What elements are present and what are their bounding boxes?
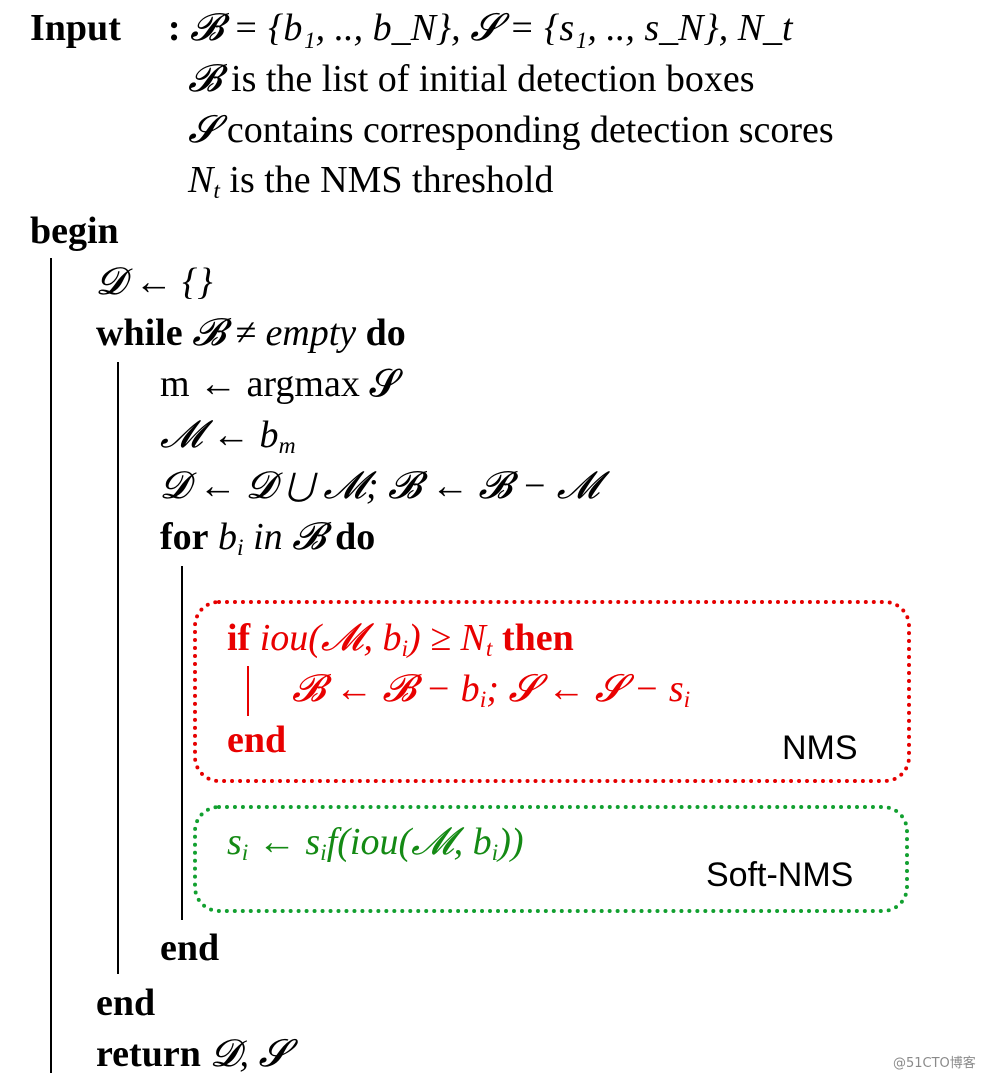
input-line: Input : 𝓑 = {b₁, .., b_N}, 𝓢 = {s₁, .., … <box>30 6 793 50</box>
if-end-keyword: end <box>227 719 287 761</box>
M-assign-text: 𝓜 ← b <box>160 414 279 456</box>
m-assign-line: m ← argmax 𝓢 <box>160 363 399 405</box>
input-desc-S: 𝓢 contains corresponding detection score… <box>188 107 834 151</box>
for-line: for bi in 𝓑 do <box>160 515 376 561</box>
return-keyword: return <box>96 1033 201 1075</box>
desc-S-text: contains corresponding detection scores <box>226 109 834 151</box>
for-do-keyword: do <box>335 516 376 558</box>
while-scope-bar <box>117 362 119 974</box>
for-set: 𝓑 <box>292 516 326 558</box>
if-scope-bar <box>247 666 249 716</box>
desc-B-text: is the list of initial detection boxes <box>231 58 755 100</box>
for-var: bi <box>218 516 244 561</box>
if-condition: iou(𝓜, bi) ≥ Nt <box>259 617 493 662</box>
while-line: while 𝓑 ≠ empty do <box>96 311 406 355</box>
while-condition: 𝓑 ≠ <box>192 312 256 354</box>
soft-nms-update-line: si ← sif(iou(𝓜, bi)) <box>227 821 524 866</box>
watermark-text: @51CTO博客 <box>893 1056 976 1071</box>
for-scope-bar <box>181 566 183 920</box>
nms-label: NMS <box>782 729 858 767</box>
empty-keyword: empty <box>265 312 357 354</box>
init-D-line: 𝓓 ← {} <box>96 261 213 303</box>
M-assign-line: 𝓜 ← bm <box>160 414 296 459</box>
for-keyword: for <box>160 516 209 558</box>
if-keyword: if <box>227 617 251 659</box>
return-line: return 𝓓, 𝓢 <box>96 1032 288 1076</box>
while-do-keyword: do <box>365 312 406 354</box>
if-line: if iou(𝓜, bi) ≥ Nt then <box>227 616 574 662</box>
in-keyword: in <box>253 516 283 558</box>
while-end-keyword: end <box>96 982 156 1024</box>
input-desc-Nt: Nt is the NMS threshold <box>188 159 554 204</box>
desc-Nt-text: is the NMS threshold <box>229 159 554 201</box>
return-values: 𝓓, 𝓢 <box>210 1033 288 1075</box>
soft-nms-label: Soft-NMS <box>706 856 854 894</box>
input-colon: : <box>167 7 181 49</box>
for-end-keyword: end <box>160 927 220 969</box>
D-update-line: 𝓓 ← 𝓓 ⋃ 𝓜; 𝓑 ← 𝓑 − 𝓜 <box>160 465 600 507</box>
then-keyword: then <box>501 617 574 659</box>
input-desc-B: 𝓑 is the list of initial detection boxes <box>188 56 755 100</box>
begin-scope-bar <box>50 258 52 1073</box>
input-keyword: Input <box>30 7 121 49</box>
input-signature: 𝓑 = {b₁, .., b_N}, 𝓢 = {s₁, .., s_N}, N_… <box>190 7 793 49</box>
begin-keyword: begin <box>30 210 119 252</box>
while-keyword: while <box>96 312 183 354</box>
soft-nms-box <box>193 805 909 913</box>
if-body-line: 𝓑 ← 𝓑 − bi; 𝓢 ← 𝓢 − si <box>292 668 691 713</box>
nms-box <box>193 600 911 783</box>
